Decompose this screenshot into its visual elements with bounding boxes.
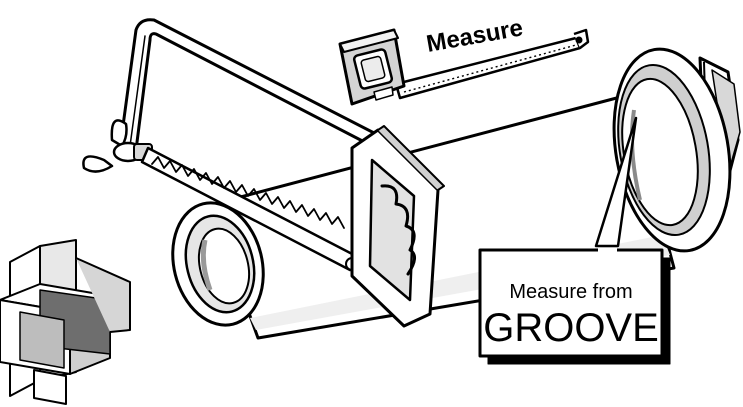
tape-measure-icon bbox=[338, 28, 590, 106]
pipe-fitting-icon bbox=[612, 47, 741, 253]
callout-line-1: Measure from bbox=[509, 281, 632, 303]
callout-line-2: GROOVE bbox=[483, 306, 659, 350]
tape-measure-label: Measure bbox=[424, 14, 525, 58]
miter-guide-icon bbox=[0, 239, 131, 405]
hacksaw-icon bbox=[82, 18, 445, 328]
callout-box bbox=[478, 116, 671, 365]
